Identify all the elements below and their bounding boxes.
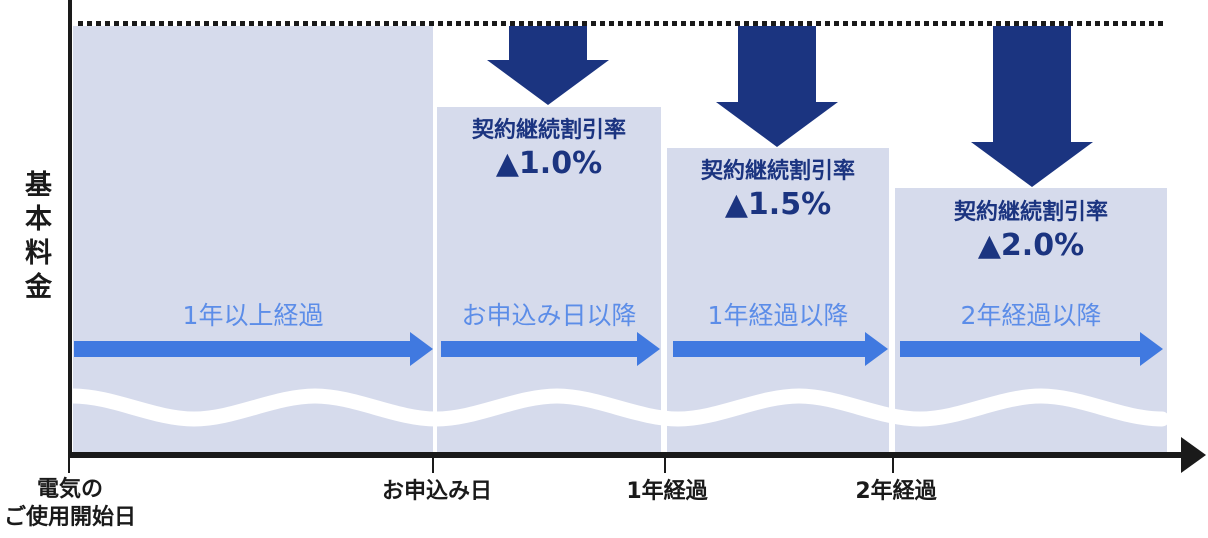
period-label-1: お申込み日以降 xyxy=(461,301,637,330)
y-axis xyxy=(68,0,72,458)
period-arrow-2 xyxy=(673,341,865,357)
discount-annotation-3: 契約継続割引率 ▲2.0% xyxy=(895,200,1167,263)
discount-annotation-1: 契約継続割引率 ▲1.0% xyxy=(437,118,661,181)
discount-value: ▲1.5% xyxy=(724,187,832,222)
x-tick-origin xyxy=(68,457,70,473)
discount-down-arrow-1 xyxy=(487,26,609,105)
baseline-dotted-line xyxy=(78,21,1167,26)
discount-value: ▲1.0% xyxy=(495,146,603,181)
discount-title: 契約継続割引率 xyxy=(700,159,855,184)
discount-down-arrow-3 xyxy=(971,26,1093,187)
discount-annotation-2: 契約継続割引率 ▲1.5% xyxy=(667,159,889,222)
discount-title: 契約継続割引率 xyxy=(953,200,1108,225)
x-axis-arrowhead-icon xyxy=(1181,437,1206,473)
period-label-3: 2年経過以降 xyxy=(960,301,1102,330)
period-label-0: 1年以上経過 xyxy=(182,301,324,330)
period-arrow-head-3 xyxy=(1140,332,1163,366)
period-arrow-3 xyxy=(900,341,1140,357)
x-label-1: お申込み日 xyxy=(381,479,492,504)
x-tick-1 xyxy=(432,457,434,473)
period-arrow-head-2 xyxy=(865,332,888,366)
discount-value: ▲2.0% xyxy=(977,228,1085,263)
x-tick-2 xyxy=(664,457,666,473)
x-label-origin: 電気の ご使用開始日 xyxy=(0,476,143,532)
x-label-3: 2年経過 xyxy=(855,479,937,504)
period-arrow-head-1 xyxy=(637,332,660,366)
x-label-origin-line1: 電気の xyxy=(36,477,103,502)
period-arrow-head-0 xyxy=(410,332,433,366)
axis-break-wave xyxy=(68,388,1170,427)
x-tick-3 xyxy=(892,457,894,473)
discount-title: 契約継続割引率 xyxy=(471,118,626,143)
x-label-2: 1年経過 xyxy=(626,479,708,504)
period-arrow-1 xyxy=(441,341,637,357)
discount-down-arrow-2 xyxy=(716,26,838,147)
period-arrow-0 xyxy=(74,341,410,357)
x-label-origin-line2: ご使用開始日 xyxy=(3,505,136,530)
x-axis xyxy=(68,452,1182,458)
bar-segment-0 xyxy=(73,26,433,452)
y-axis-label: 基本料金 xyxy=(20,170,51,306)
period-label-2: 1年経過以降 xyxy=(707,301,849,330)
